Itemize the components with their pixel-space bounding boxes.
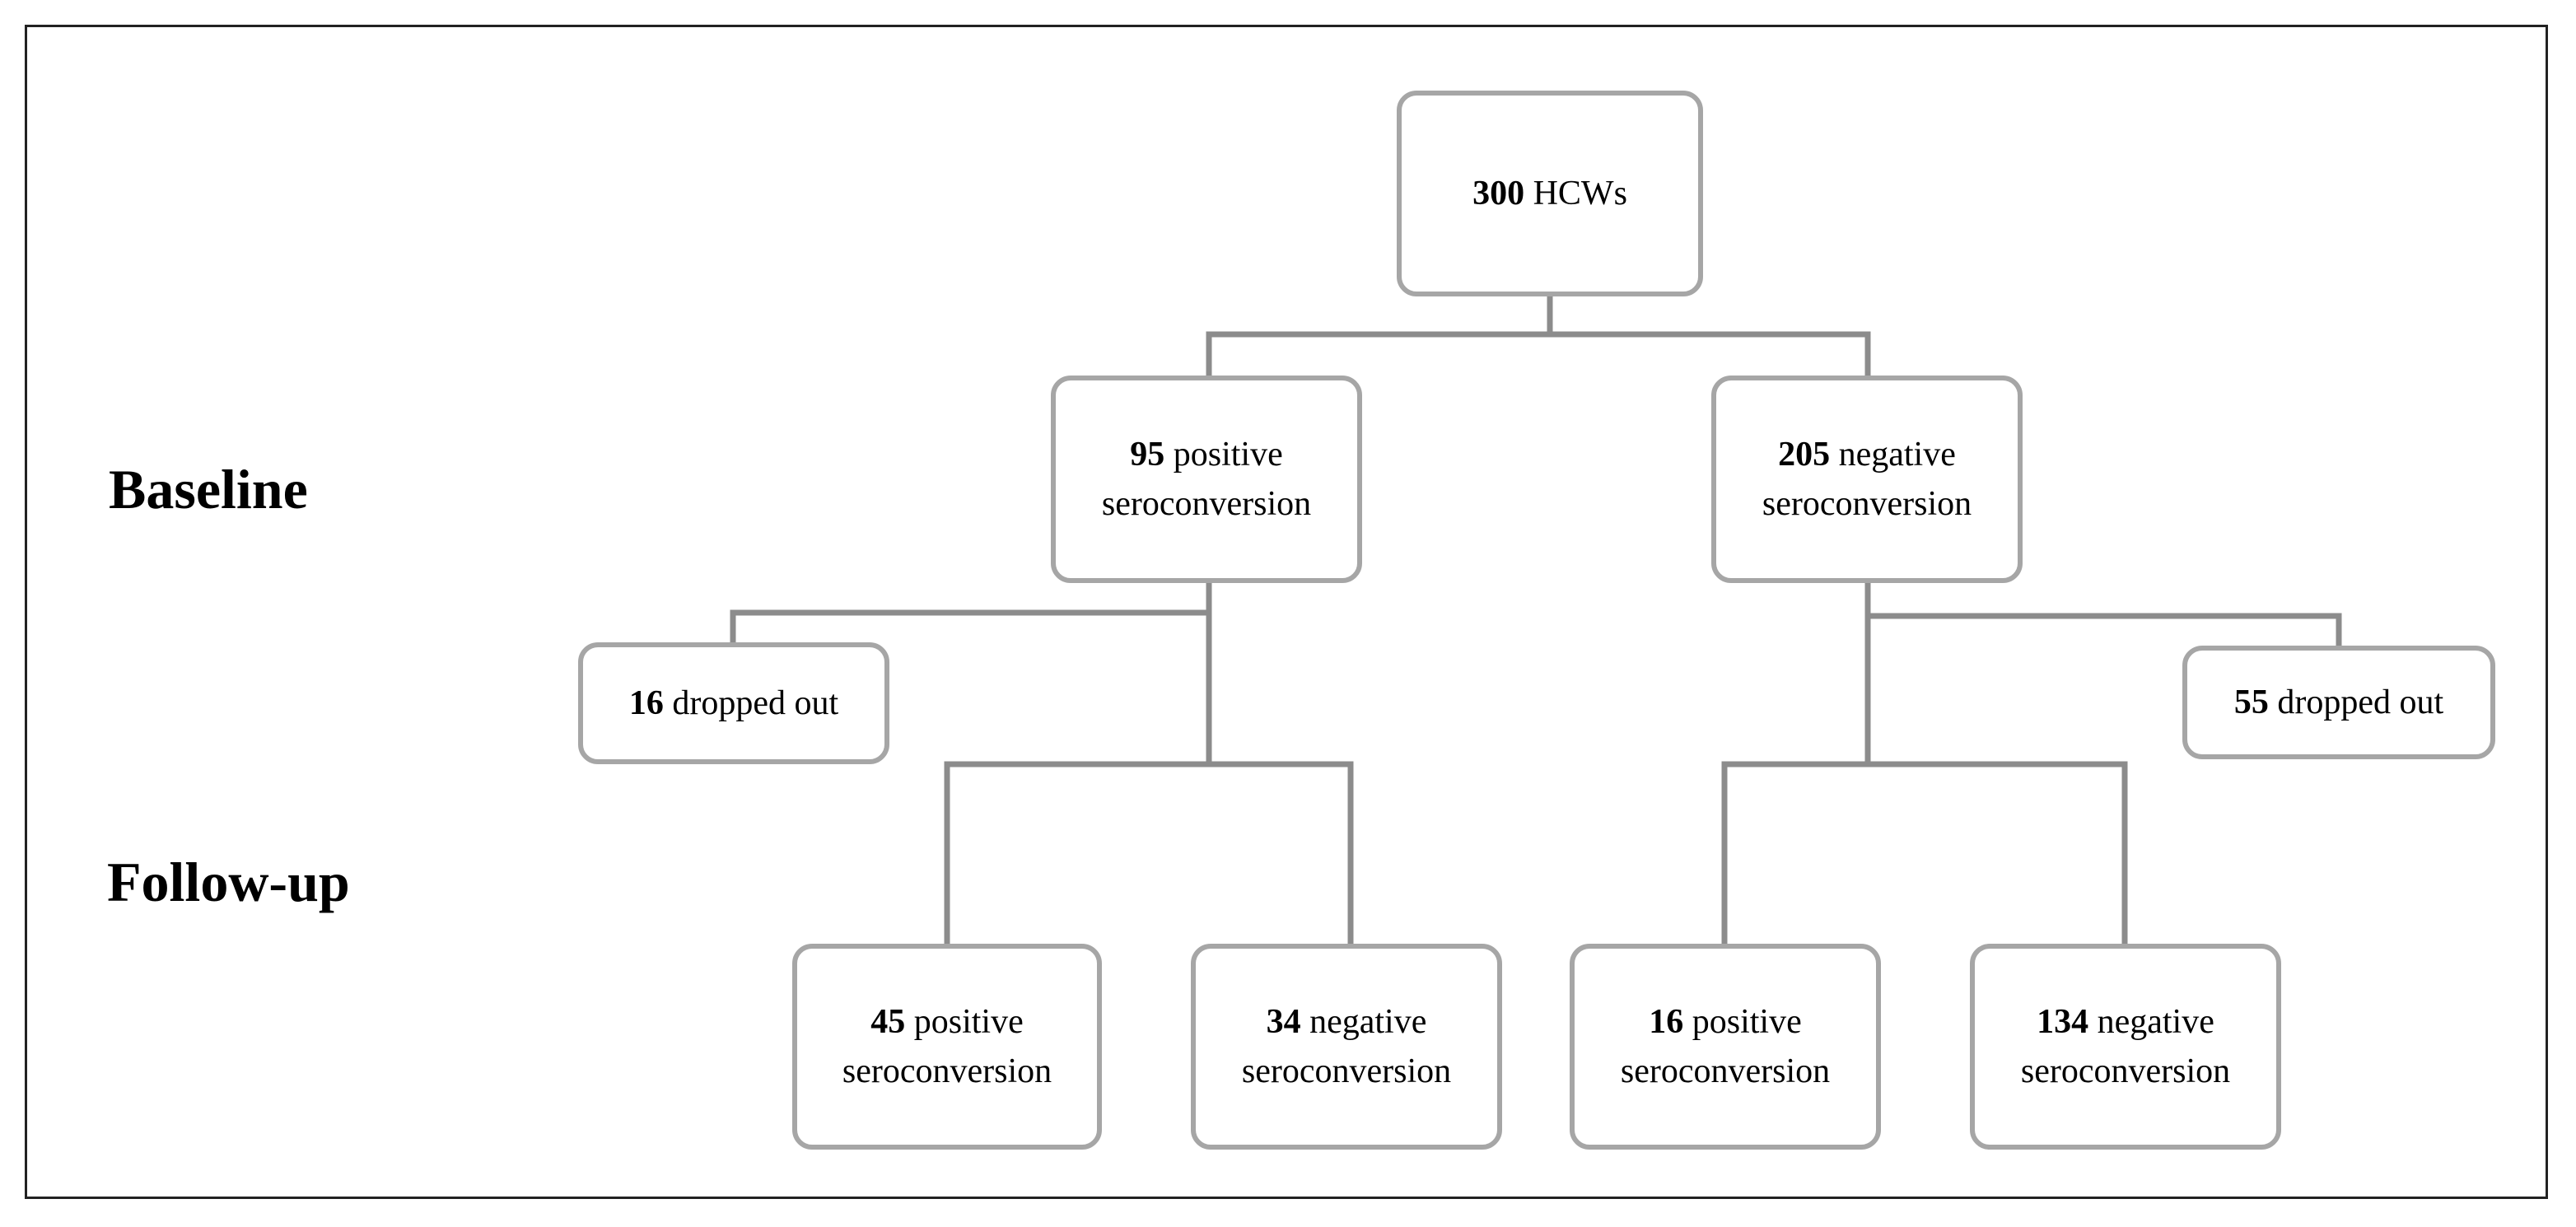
node-line2: seroconversion (1101, 485, 1312, 523)
node-line1: 34 negative (1266, 1003, 1427, 1041)
node-followup-positive-to-positive: 45 positive seroconversion (792, 944, 1102, 1150)
node-line2: seroconversion (1762, 485, 1972, 523)
node-followup-negative-to-positive: 16 positive seroconversion (1570, 944, 1881, 1150)
figure-frame (25, 25, 2548, 1199)
node-line1: 205 negative (1778, 436, 1956, 474)
node-baseline-positive: 95 positive seroconversion (1051, 376, 1362, 583)
connector-positive-branch (730, 580, 1354, 947)
node-line2: seroconversion (1620, 1052, 1831, 1090)
node-line2: seroconversion (1241, 1052, 1452, 1090)
node-followup-negative-to-negative: 134 negative seroconversion (1970, 944, 2281, 1150)
node-dropped-out-right: 55 dropped out (2182, 646, 2495, 759)
node-line1: 16 positive (1649, 1003, 1802, 1041)
connector-negative-branch (1721, 580, 2342, 947)
node-line1: 134 negative (2037, 1003, 2214, 1041)
node-total-text: 300 HCWs (1472, 175, 1627, 212)
node-line1: 45 positive (870, 1003, 1024, 1041)
node-line2: seroconversion (2020, 1052, 2231, 1090)
node-baseline-negative: 205 negative seroconversion (1711, 376, 2023, 583)
node-dropped-text: 16 dropped out (628, 684, 839, 722)
node-dropped-out-left: 16 dropped out (578, 642, 889, 764)
connector-root-to-baseline (1206, 293, 1871, 379)
stage-label-followup: Follow-up (107, 851, 350, 913)
node-total-hcws: 300 HCWs (1397, 91, 1703, 296)
node-line1: 95 positive (1130, 436, 1283, 474)
node-followup-positive-to-negative: 34 negative seroconversion (1191, 944, 1502, 1150)
stage-label-baseline: Baseline (109, 458, 308, 520)
node-dropped-text: 55 dropped out (2233, 683, 2444, 721)
node-line2: seroconversion (842, 1052, 1052, 1090)
